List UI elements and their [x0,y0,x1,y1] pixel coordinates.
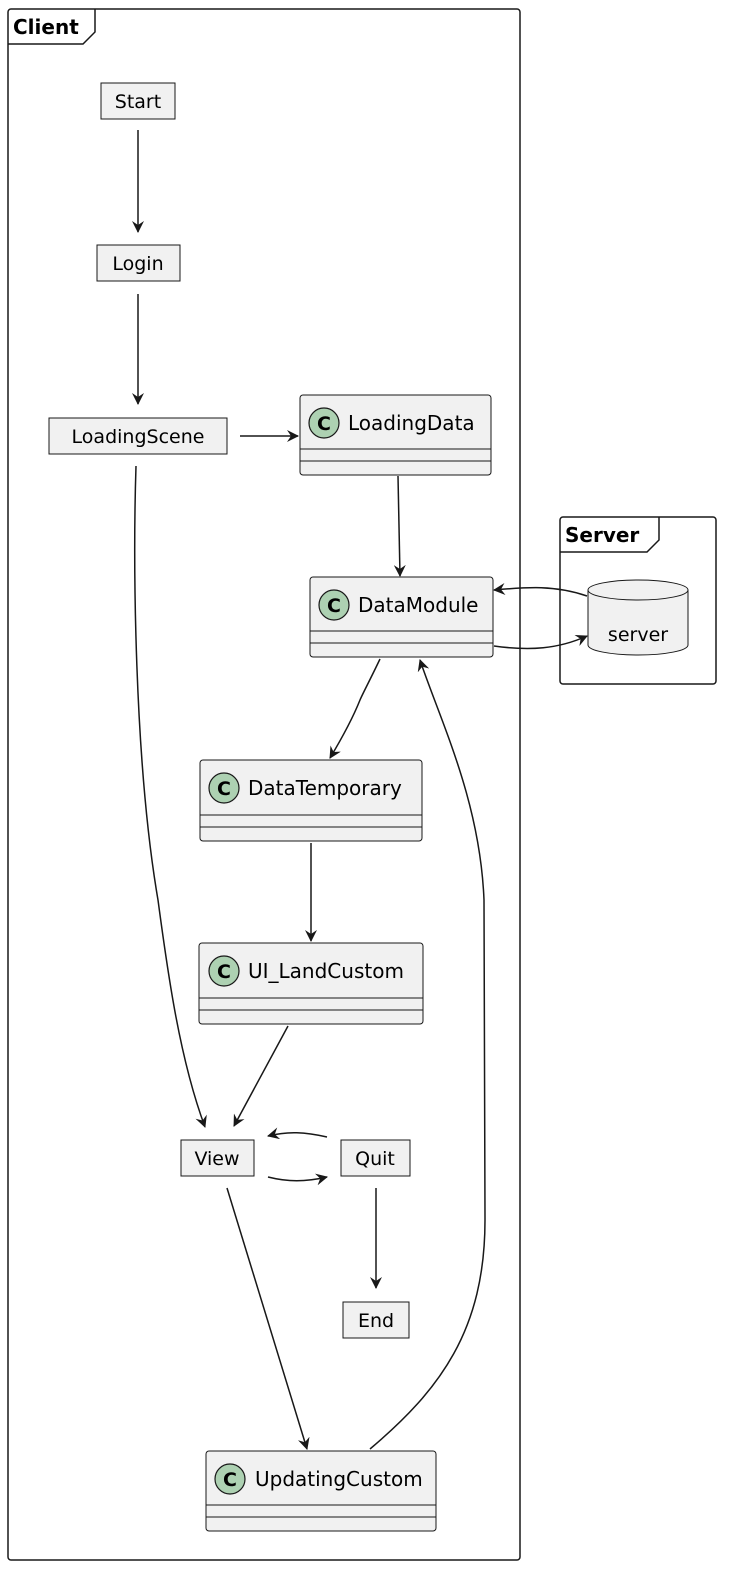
node-loadingscene-label: LoadingScene [72,426,205,448]
node-end-label: End [358,1310,394,1332]
node-start-label: Start [115,91,161,113]
node-start: Start [100,82,176,120]
class-datamodule-label: DataModule [358,593,478,617]
class-spot-icon [308,407,340,439]
node-end: End [342,1301,410,1339]
class-spot-letter: C [217,778,231,800]
class-spot-letter: C [317,413,331,435]
edge-datamodule-server [493,635,588,650]
edge-datamodule-datatemporary [329,658,381,759]
class-updatingcustom-label: UpdatingCustom [255,1467,423,1491]
node-login: Login [96,244,181,282]
edge-view-quit [267,1173,328,1186]
database-server-label: server [608,624,668,646]
node-loadingscene: LoadingScene [48,417,228,455]
class-datatemporary: C DataTemporary [199,759,423,842]
server-frame-title: Server [565,523,639,547]
edge-loadingdata-datamodule [393,475,406,577]
node-quit-label: Quit [355,1148,395,1170]
class-datamodule: C DataModule [309,576,494,658]
class-spot-letter: C [223,1469,237,1491]
class-spot-letter: C [327,595,341,617]
edges [132,130,588,1450]
class-spot-icon [318,589,350,621]
edge-view-updatingcustom [226,1187,310,1450]
class-uilandcustom: C UI_LandCustom [198,942,424,1025]
edge-uilandcustom-view [233,1025,289,1127]
node-view-label: View [194,1148,239,1170]
class-spot-icon [208,772,240,804]
class-spot-icon [214,1463,246,1495]
class-spot-letter: C [217,961,231,983]
class-uilandcustom-label: UI_LandCustom [248,959,404,983]
class-spot-icon [208,955,240,987]
client-frame-title: Client [13,15,79,39]
edge-updatingcustom-datamodule [369,659,486,1450]
edge-loadingscene-view [134,465,207,1128]
class-datatemporary-label: DataTemporary [248,776,402,800]
class-loadingdata: C LoadingData [299,394,492,476]
node-login-label: Login [112,253,163,275]
class-loadingdata-label: LoadingData [348,411,475,435]
edge-server-datamodule [493,583,588,597]
class-updatingcustom: C UpdatingCustom [205,1450,437,1532]
node-quit: Quit [340,1139,411,1177]
edge-quit-view [267,1127,328,1140]
database-server: server [587,579,689,656]
node-view: View [180,1139,255,1177]
